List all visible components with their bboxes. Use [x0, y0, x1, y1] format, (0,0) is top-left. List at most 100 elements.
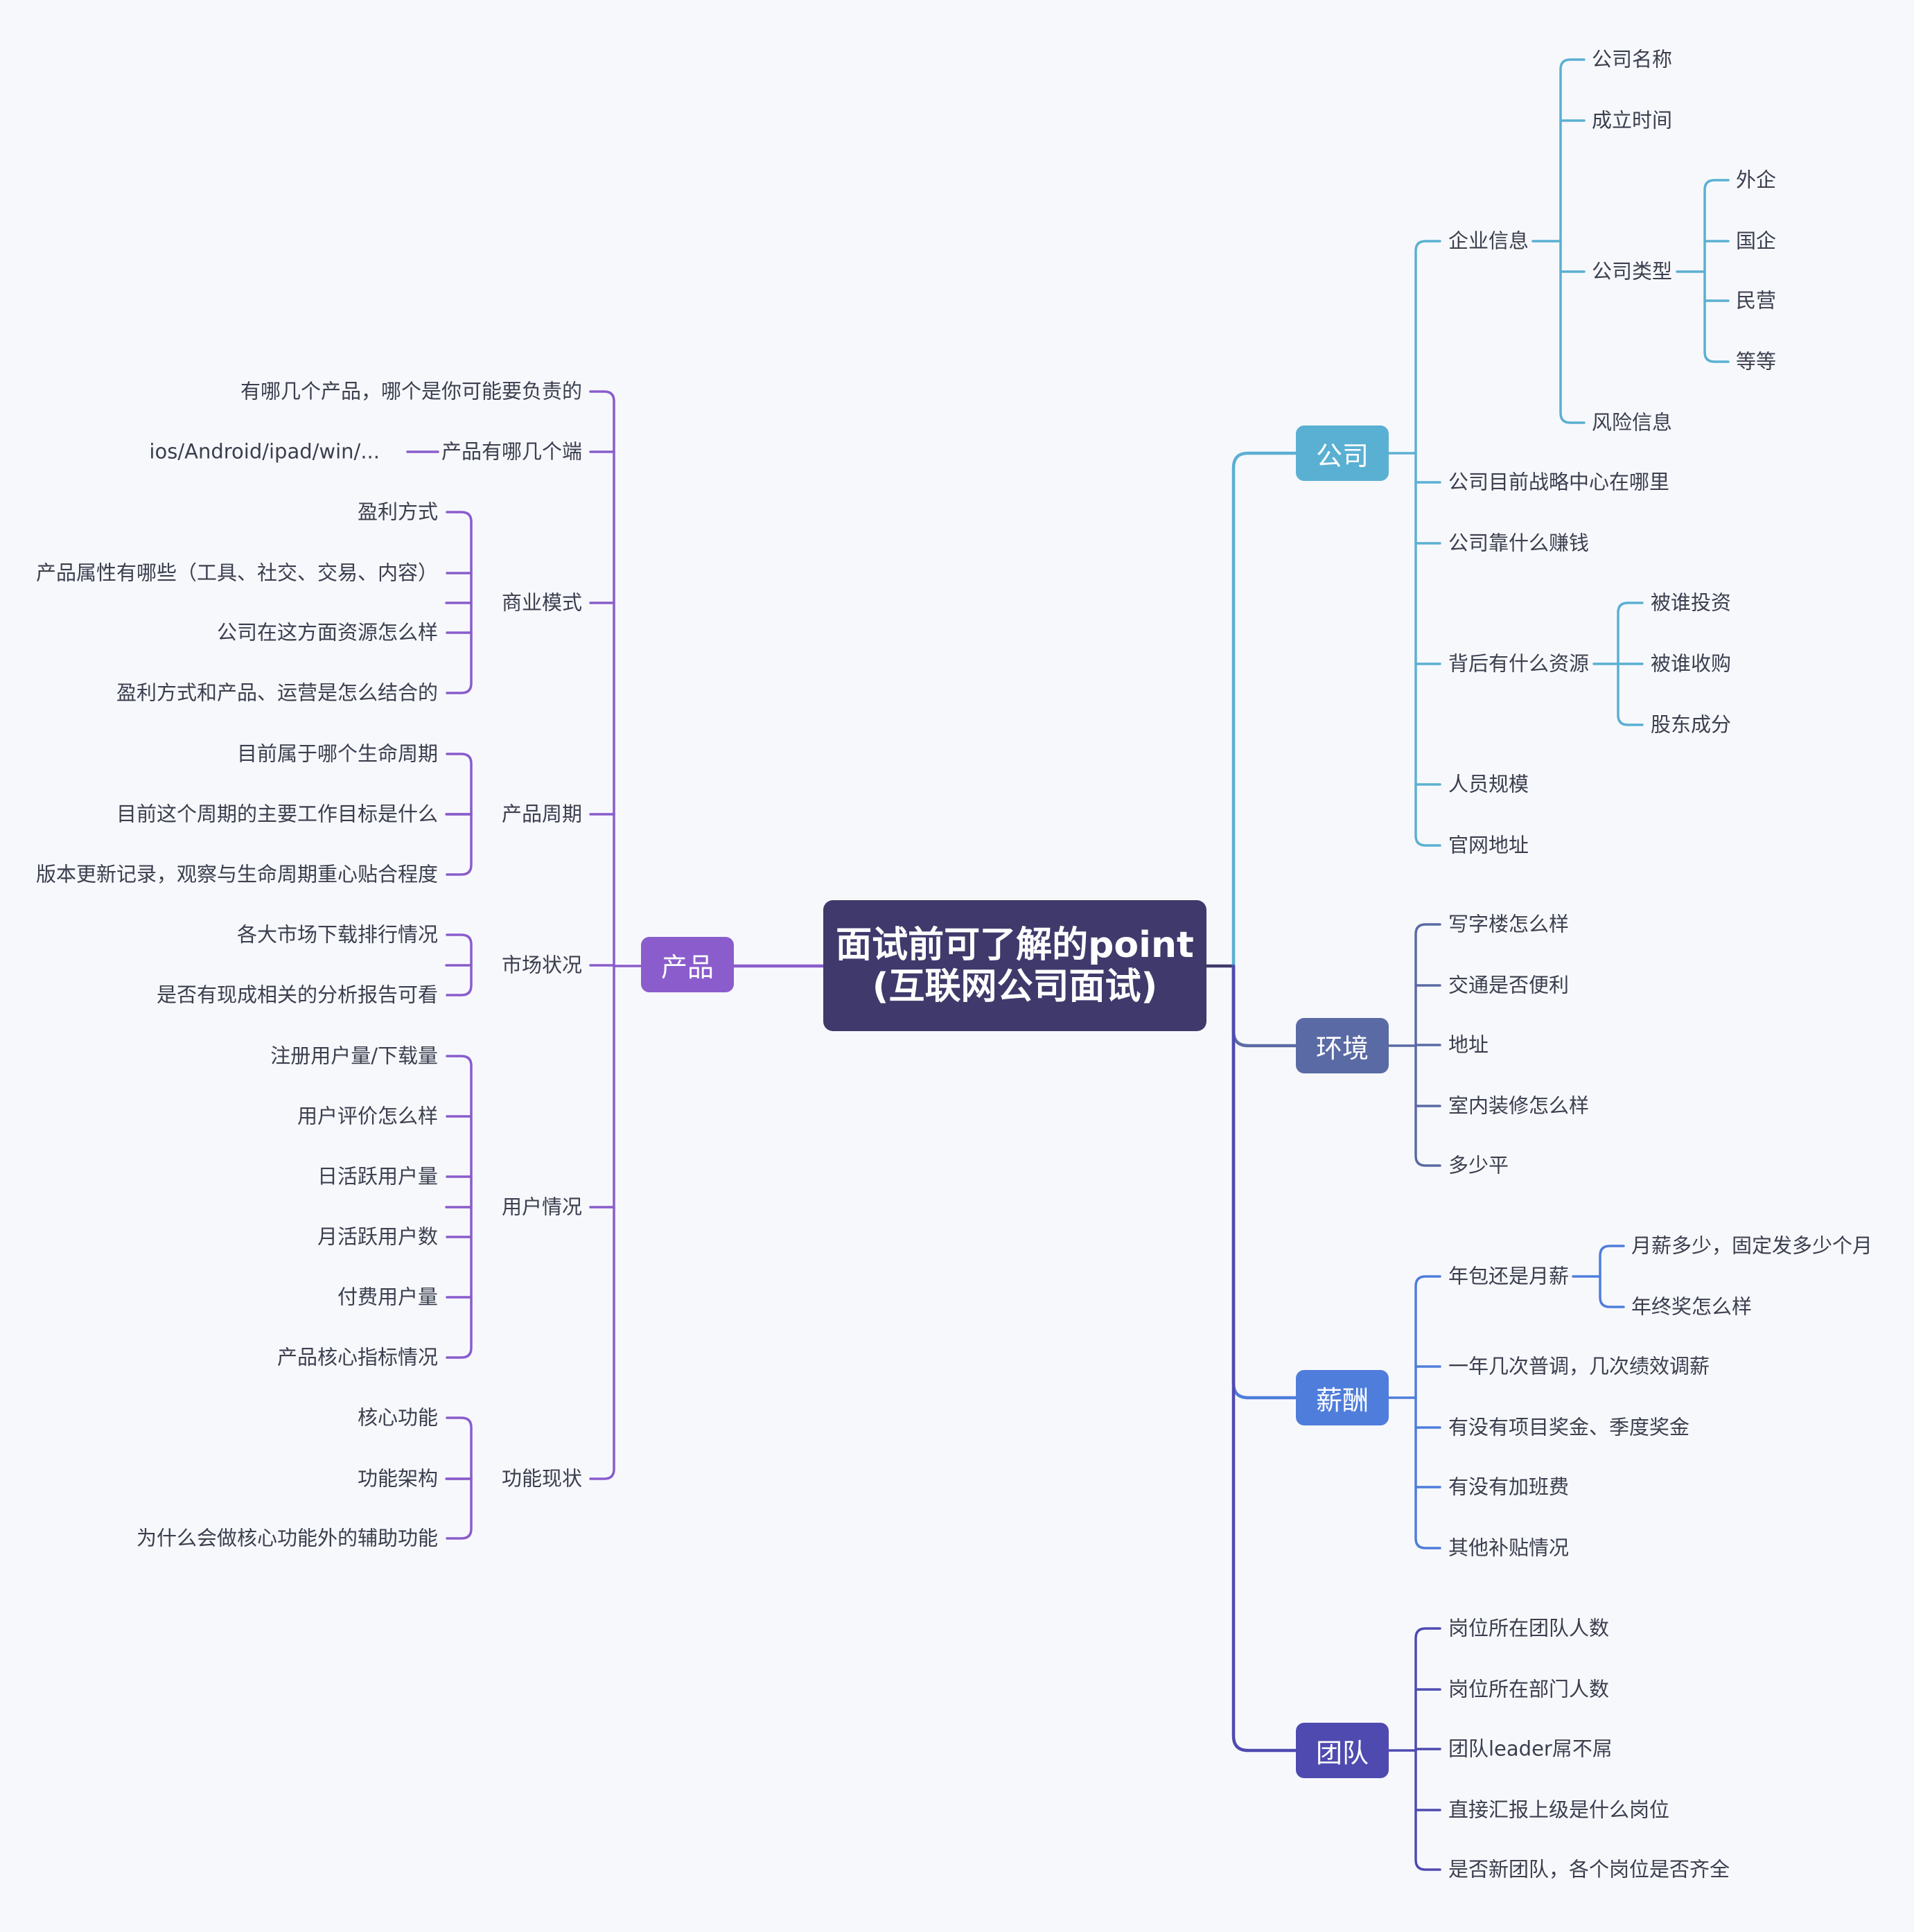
product-users-item[interactable]: 注册用户量/下载量: [270, 1044, 438, 1068]
connector-line: [1617, 662, 1644, 726]
product-cycle[interactable]: 产品周期: [501, 802, 582, 826]
connector-line: [1414, 1396, 1441, 1549]
team-item[interactable]: 岗位所在团队人数: [1448, 1616, 1610, 1640]
team-item[interactable]: 岗位所在部门人数: [1448, 1677, 1610, 1701]
connector-line: [1414, 240, 1441, 455]
connector-line: [589, 965, 615, 1480]
connector-line: [446, 511, 473, 604]
company-type-item[interactable]: 外企: [1736, 168, 1777, 192]
connector-line: [1414, 1044, 1441, 1167]
company-website[interactable]: 官网地址: [1448, 833, 1529, 857]
connector-line: [1599, 1275, 1625, 1308]
product-platforms[interactable]: 产品有哪几个端: [441, 439, 582, 464]
connector-line: [1559, 58, 1586, 243]
salary-package[interactable]: 年包还是月薪: [1448, 1264, 1570, 1288]
connector-line: [589, 390, 615, 967]
connector-line: [1414, 923, 1441, 1047]
connector-line: [1231, 964, 1298, 1048]
company-risk[interactable]: 风险信息: [1592, 410, 1673, 434]
connector-line: [1231, 451, 1298, 968]
company-staff[interactable]: 人员规模: [1448, 772, 1529, 796]
topic-salary[interactable]: 薪酬: [1296, 1370, 1389, 1425]
root-topic[interactable]: 面试前可了解的point (互联网公司面试): [823, 900, 1206, 1031]
environment-item[interactable]: 地址: [1448, 1033, 1489, 1057]
company-founded[interactable]: 成立时间: [1592, 108, 1673, 132]
connector-line: [1703, 179, 1730, 273]
product-features[interactable]: 功能现状: [501, 1466, 582, 1491]
product-business-item[interactable]: 盈利方式: [357, 500, 438, 524]
connector-line: [1414, 1749, 1441, 1871]
connector-line: [446, 1416, 473, 1480]
topic-product[interactable]: 产品: [641, 937, 734, 992]
topic-environment[interactable]: 环境: [1296, 1018, 1389, 1073]
product-cycle-item[interactable]: 目前属于哪个生命周期: [236, 741, 438, 766]
connector-line: [446, 1055, 473, 1209]
product-features-item[interactable]: 为什么会做核心功能外的辅助功能: [136, 1526, 438, 1550]
connector-line: [446, 964, 473, 996]
product-features-item[interactable]: 核心功能: [357, 1405, 438, 1430]
product-users-item[interactable]: 产品核心指标情况: [276, 1345, 438, 1369]
product-users-item[interactable]: 月活跃用户数: [317, 1224, 438, 1249]
company-resource-item[interactable]: 股东成分: [1651, 712, 1732, 737]
topic-team[interactable]: 团队: [1296, 1723, 1389, 1778]
product-cycle-item[interactable]: 目前这个周期的主要工作目标是什么: [116, 802, 438, 826]
environment-item[interactable]: 室内装修怎么样: [1448, 1094, 1590, 1118]
product-users-item[interactable]: 日活跃用户量: [317, 1164, 438, 1188]
product-users-item[interactable]: 用户评价怎么样: [297, 1104, 438, 1128]
company-name[interactable]: 公司名称: [1592, 47, 1673, 71]
company-resource-item[interactable]: 被谁投资: [1651, 590, 1732, 615]
product-market-item[interactable]: 是否有现成相关的分析报告可看: [156, 983, 438, 1007]
environment-item[interactable]: 多少平: [1448, 1153, 1509, 1177]
company-resources[interactable]: 背后有什么资源: [1448, 651, 1590, 676]
product-platforms-detail[interactable]: ios/Android/ipad/win/...: [149, 439, 380, 464]
connector-line: [446, 601, 473, 694]
salary-item[interactable]: 其他补贴情况: [1448, 1536, 1570, 1560]
team-item[interactable]: 团队leader屌不屌: [1448, 1737, 1613, 1761]
product-features-item[interactable]: 功能架构: [357, 1466, 438, 1491]
connector-line: [1617, 601, 1644, 665]
company-resource-item[interactable]: 被谁收购: [1651, 651, 1732, 676]
connector-line: [1414, 1275, 1441, 1399]
connector-line: [1559, 240, 1586, 424]
environment-item[interactable]: 写字楼怎么样: [1448, 912, 1570, 936]
product-business-model[interactable]: 商业模式: [501, 590, 582, 615]
product-business-item[interactable]: 产品属性有哪些（工具、社交、交易、内容）: [35, 561, 438, 585]
company-enterprise-info[interactable]: 企业信息: [1448, 229, 1529, 253]
connector-line: [1599, 1245, 1625, 1278]
company-type[interactable]: 公司类型: [1592, 259, 1673, 283]
salary-item[interactable]: 有没有项目奖金、季度奖金: [1448, 1415, 1690, 1439]
connector-line: [1414, 1627, 1441, 1752]
team-item[interactable]: 直接汇报上级是什么岗位: [1448, 1798, 1670, 1822]
company-type-item[interactable]: 国企: [1736, 229, 1777, 253]
topic-company[interactable]: 公司: [1296, 425, 1389, 481]
connector-line: [446, 813, 473, 876]
connector-line: [1231, 964, 1298, 1400]
product-cycle-item[interactable]: 版本更新记录，观察与生命周期重心贴合程度: [35, 862, 438, 886]
root-title-line2: (互联网公司面试): [872, 965, 1158, 1008]
company-type-item[interactable]: 等等: [1736, 349, 1777, 374]
product-business-item[interactable]: 公司在这方面资源怎么样: [216, 620, 438, 644]
company-revenue[interactable]: 公司靠什么赚钱: [1448, 531, 1590, 555]
salary-package-item[interactable]: 年终奖怎么样: [1631, 1294, 1753, 1319]
root-title-line1: 面试前可了解的point: [836, 924, 1194, 966]
connector-line: [446, 753, 473, 816]
company-strategy[interactable]: 公司目前战略中心在哪里: [1448, 470, 1670, 494]
product-market-item[interactable]: 各大市场下载排行情况: [236, 922, 438, 947]
product-market[interactable]: 市场状况: [501, 953, 582, 977]
salary-item[interactable]: 一年几次普调，几次绩效调薪: [1448, 1354, 1710, 1378]
product-users[interactable]: 用户情况: [501, 1195, 582, 1219]
salary-package-item[interactable]: 月薪多少，固定发多少个月: [1631, 1233, 1873, 1258]
connector-line: [446, 1206, 473, 1359]
team-item[interactable]: 是否新团队，各个岗位是否齐全: [1448, 1857, 1730, 1881]
salary-item[interactable]: 有没有加班费: [1448, 1475, 1570, 1499]
connector-line: [1703, 270, 1730, 363]
product-business-item[interactable]: 盈利方式和产品、运营是怎么结合的: [116, 680, 438, 705]
connector-line: [1414, 452, 1441, 847]
environment-item[interactable]: 交通是否便利: [1448, 973, 1570, 997]
product-users-item[interactable]: 付费用户量: [337, 1285, 438, 1309]
product-which[interactable]: 有哪几个产品，哪个是你可能要负责的: [240, 379, 582, 403]
company-type-item[interactable]: 民营: [1736, 288, 1777, 313]
connector-line: [1231, 964, 1298, 1753]
connector-line: [446, 1477, 473, 1540]
